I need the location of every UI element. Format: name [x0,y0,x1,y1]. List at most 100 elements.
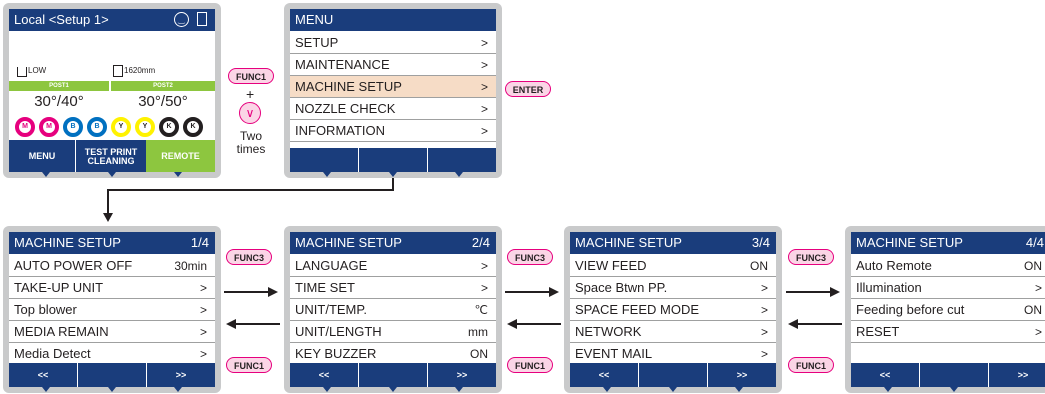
next-page-button[interactable]: >> [456,370,468,380]
setup-item[interactable]: UNIT/TEMP. ℃ [290,299,496,321]
setup-item-label: RESET [856,324,900,339]
ink-slot: B [87,117,107,137]
prev-page-button[interactable]: << [879,370,891,380]
prev-arrowhead [226,319,236,329]
func3-key[interactable]: FUNC3 [226,249,272,265]
menu-item[interactable]: INFORMATION> [290,120,496,142]
page-indicator: 2/4 [471,235,490,250]
func1-key[interactable]: FUNC1 [788,357,834,373]
func1-key[interactable]: FUNC1 [228,68,274,84]
prev-page-button[interactable]: << [598,370,610,380]
setup-item-label: Media Detect [14,346,91,361]
menu-item[interactable]: MACHINE SETUP> [290,76,496,98]
softkey-marker [455,172,463,177]
setup-item-value: mm [468,325,488,339]
connector-line [107,189,109,215]
prev-arrowhead [507,319,517,329]
setup-item[interactable]: RESET> [851,321,1045,343]
local-title-bar: Local <Setup 1> ‿ [9,9,215,31]
func3-key[interactable]: FUNC3 [507,249,553,265]
setup-item-value: ON [470,347,488,361]
softkey-marker [884,387,892,392]
setup-item-value: > [199,325,207,339]
softkey-marker [603,387,611,392]
setup-item[interactable]: Top blower> [9,299,215,321]
setup-item[interactable]: LANGUAGE> [290,255,496,277]
setup-item[interactable]: Media Detect > [9,343,215,365]
setup-softkey-bar: << >> [851,363,1045,387]
test-print-label: TEST PRINT [84,147,138,157]
menu-item[interactable]: SETUP> [290,32,496,54]
setup-item-label: TIME SET [295,280,355,295]
softkey-marker [323,172,331,177]
ink-slot: B [63,117,83,137]
next-page-button[interactable]: >> [175,370,187,380]
test-print-cleaning-button[interactable]: TEST PRINT CLEANING [76,140,146,172]
prev-page-button[interactable]: << [37,370,49,380]
down-key[interactable]: ∨ [239,102,261,124]
setup-item-label: TAKE-UP UNIT [14,280,104,295]
func1-key[interactable]: FUNC1 [226,357,272,373]
func3-key[interactable]: FUNC3 [788,249,834,265]
menu-item-label: MAINTENANCE [295,57,390,72]
softkey-marker [389,172,397,177]
setup-item[interactable]: NETWORK> [570,321,776,343]
softkey-marker [735,387,743,392]
setup-item-label: MEDIA REMAIN [14,324,109,339]
softkey-marker [108,172,116,177]
ink-level: LOW [28,66,47,75]
prev-page-button[interactable]: << [318,370,330,380]
setup-softkey-bar: << >> [570,363,776,387]
smile-icon: ‿ [174,12,189,27]
setup-item-label: Feeding before cut [856,302,965,317]
setup-item-value: > [199,347,207,361]
menu-item-label: SETUP [295,35,339,50]
setup-item-value: > [199,303,207,317]
setup-item[interactable]: Illumination> [851,277,1045,299]
takeup-icon [197,12,207,26]
setup-item-value: > [760,325,768,339]
softkey-marker [323,387,331,392]
func1-key[interactable]: FUNC1 [507,357,553,373]
softkey-marker [455,387,463,392]
setup-item[interactable]: SPACE FEED MODE> [570,299,776,321]
setup-item-value: > [760,281,768,295]
menu-item[interactable]: NOZZLE CHECK> [290,98,496,120]
remote-button[interactable]: REMOTE [146,140,215,172]
post1-bar: POST1 [9,81,109,91]
post1-temp: 30°/40° [34,93,84,110]
page-indicator: 3/4 [751,235,770,250]
next-page-button[interactable]: >> [736,370,748,380]
setup-item[interactable]: EVENT MAIL> [570,343,776,365]
machine-setup-title: MACHINE SETUP [856,235,963,250]
setup-item-value: > [760,347,768,361]
setup-item-label: Illumination [856,280,922,295]
softkey-marker [108,387,116,392]
next-arrowhead [268,287,278,297]
setup-item[interactable]: TIME SET> [290,277,496,299]
setup-item[interactable]: MEDIA REMAIN > [9,321,215,343]
setup-item[interactable]: TAKE-UP UNIT> [9,277,215,299]
menu-item[interactable]: MAINTENANCE> [290,54,496,76]
connector-line [392,178,394,190]
softkey-marker [669,387,677,392]
setup-item-label: UNIT/TEMP. [295,302,367,317]
enter-key[interactable]: ENTER [505,81,551,97]
two-times-label: Two times [234,130,268,156]
prev-arrowhead [788,319,798,329]
machine-setup-title: MACHINE SETUP [14,235,121,250]
next-page-button[interactable]: >> [1017,370,1029,380]
menu-button[interactable]: MENU [28,151,56,161]
setup-item-value: ℃ [474,303,488,317]
menu-softkey-bar [290,148,496,172]
setup-item[interactable]: Space Btwn PP.> [570,277,776,299]
